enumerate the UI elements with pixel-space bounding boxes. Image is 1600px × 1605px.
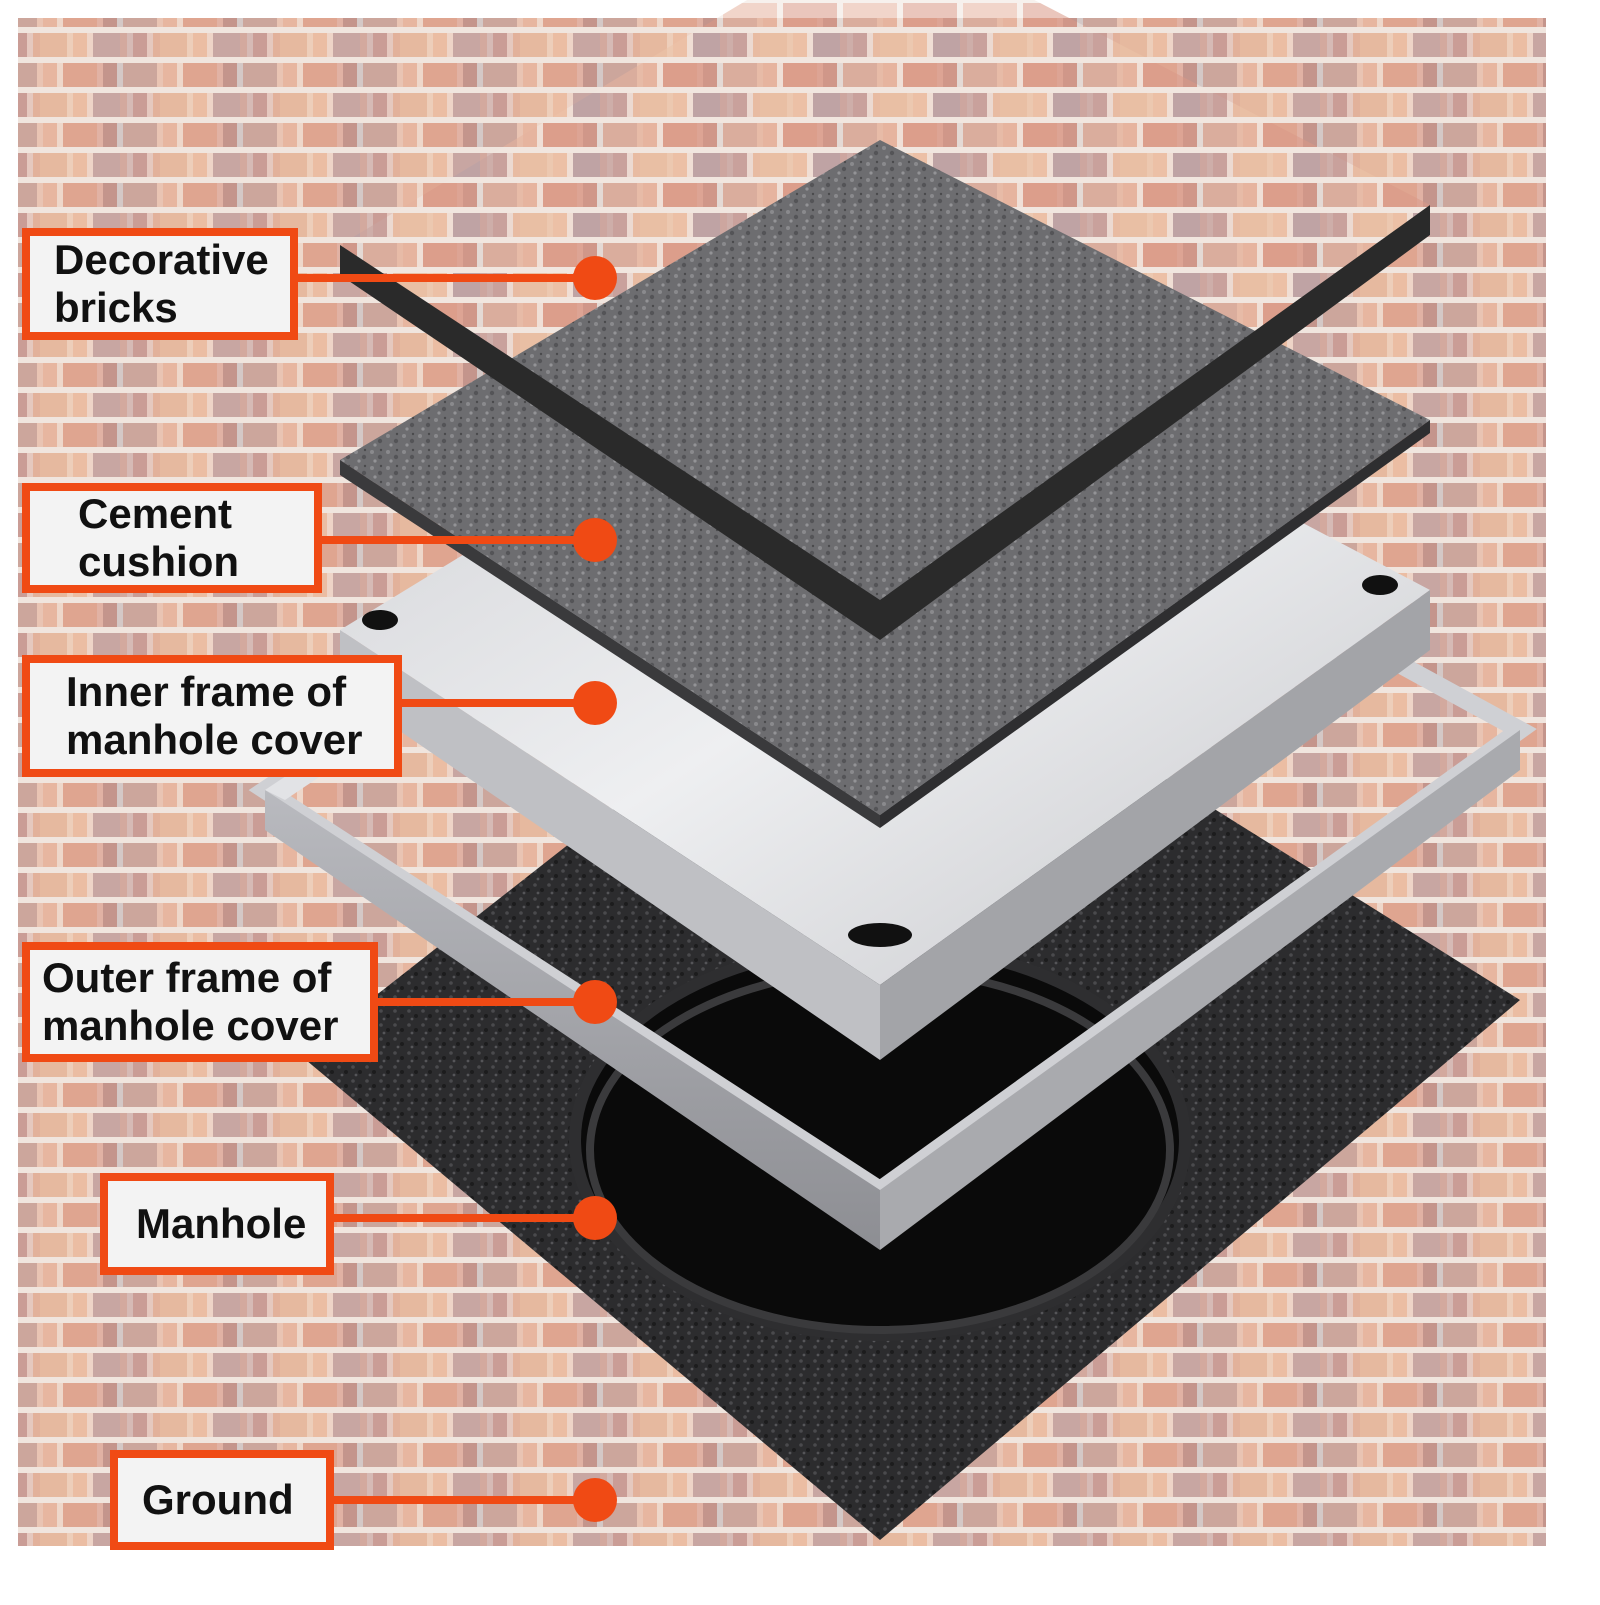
leader-dot-decorative-bricks — [573, 256, 617, 300]
leader-dot-ground — [573, 1478, 617, 1522]
label-outer-frame-line2: manhole cover — [42, 1002, 339, 1049]
leader-dot-inner-frame — [573, 681, 617, 725]
label-ground-text: Ground — [142, 1476, 294, 1523]
label-inner-frame-line1: Inner frame of — [66, 668, 347, 715]
label-cement-cushion-line1: Cement — [78, 490, 233, 537]
label-outer-frame-line1: Outer frame of — [42, 954, 332, 1001]
leader-dot-manhole — [573, 1196, 617, 1240]
label-cement-cushion-line2: cushion — [78, 538, 240, 585]
label-decorative-bricks: Decorative bricks — [22, 228, 298, 340]
label-ground: Ground — [110, 1450, 334, 1550]
leader-dot-cement-cushion — [573, 518, 617, 562]
label-manhole: Manhole — [100, 1173, 334, 1275]
leader-dot-outer-frame — [573, 980, 617, 1024]
label-decorative-bricks-line2: bricks — [54, 284, 178, 331]
label-inner-frame: Inner frame of manhole cover — [22, 655, 402, 777]
label-decorative-bricks-line1: Decorative — [54, 236, 269, 283]
leader-lines — [295, 256, 617, 1522]
label-manhole-text: Manhole — [136, 1200, 307, 1247]
label-inner-frame-line2: manhole cover — [66, 716, 363, 763]
label-cement-cushion: Cement cushion — [22, 483, 322, 593]
cement-cushion-shape — [340, 140, 1430, 828]
label-outer-frame: Outer frame of manhole cover — [22, 942, 378, 1062]
